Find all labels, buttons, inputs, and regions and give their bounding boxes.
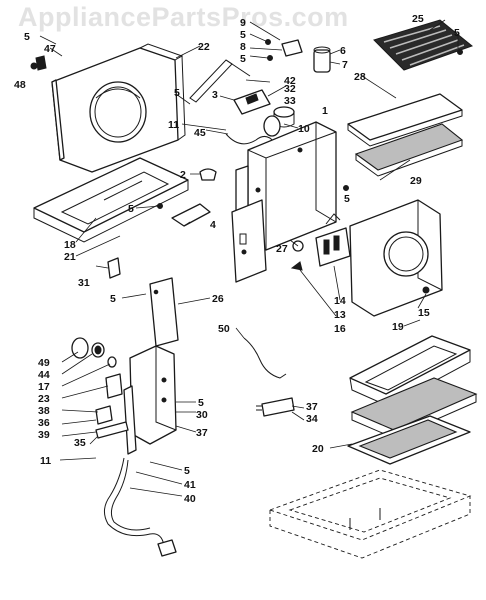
grille-25	[373, 19, 474, 71]
callout-36: 36	[38, 417, 50, 429]
callout-40: 40	[184, 493, 196, 505]
callout-27: 27	[276, 243, 288, 255]
switch-38	[105, 373, 123, 399]
callout-21: 21	[64, 251, 76, 263]
rod-42	[189, 59, 251, 103]
callout-48: 48	[14, 79, 26, 91]
top-panel-28	[347, 93, 463, 147]
callout-5: 5	[344, 193, 350, 205]
callout-5: 5	[110, 293, 116, 305]
filter-29	[354, 123, 464, 177]
callout-30: 30	[196, 409, 208, 421]
callout-6: 6	[340, 45, 346, 57]
callout-17: 17	[38, 381, 50, 393]
callout-23: 23	[38, 393, 50, 405]
front-shroud-panel	[51, 43, 186, 173]
heater-34	[256, 397, 295, 417]
callout-7: 7	[342, 59, 348, 71]
callout-3: 3	[212, 89, 218, 101]
callout-5: 5	[24, 31, 30, 43]
callout-4: 4	[210, 219, 216, 231]
wire-50	[243, 337, 287, 379]
callout-2: 2	[180, 169, 186, 181]
motor-mount-3	[233, 89, 271, 115]
switch-14	[315, 213, 351, 267]
panel-26	[149, 277, 179, 347]
callout-29: 29	[410, 175, 422, 187]
callout-50: 50	[218, 323, 230, 335]
callout-26: 26	[212, 293, 224, 305]
wire-45	[225, 133, 275, 145]
callout-41: 41	[184, 479, 196, 491]
callout-31: 31	[78, 277, 90, 289]
watermark-text: AppliancePartsPros.com	[18, 2, 349, 32]
callout-5: 5	[454, 27, 460, 39]
callout-38: 38	[38, 405, 50, 417]
callout-22: 22	[198, 41, 210, 53]
screw-48	[30, 55, 47, 71]
callout-19: 19	[392, 321, 404, 333]
callout-labels: 5 47 48 22 9 5 8 5 6 7 25 5 28 42 3 32 3…	[14, 13, 460, 505]
bracket-8	[281, 39, 303, 57]
screw-5-top	[265, 39, 273, 61]
callout-25: 25	[412, 13, 424, 25]
power-cord-40	[104, 457, 177, 557]
callout-33: 33	[284, 95, 296, 107]
capacitor-7	[313, 46, 331, 73]
callout-42: 42	[284, 75, 296, 87]
callout-44: 44	[38, 369, 50, 381]
callout-35: 35	[74, 437, 86, 449]
callout-16: 16	[334, 323, 346, 335]
leader-lines	[39, 19, 459, 497]
capacitor-10	[263, 115, 281, 137]
chassis-outline	[268, 469, 472, 559]
callout-5: 5	[240, 53, 246, 65]
callout-13: 13	[334, 309, 346, 321]
callout-49: 49	[38, 357, 50, 369]
bulkhead-1	[231, 121, 337, 283]
callout-32: 32	[284, 83, 296, 95]
relay-36	[95, 405, 113, 425]
callout-11: 11	[168, 119, 179, 131]
callout-28: 28	[354, 71, 366, 83]
callout-1: 1	[322, 105, 328, 117]
callout-15: 15	[418, 307, 430, 319]
callout-37: 37	[196, 427, 208, 439]
callout-47: 47	[44, 43, 56, 55]
terminal-35	[95, 421, 129, 439]
callout-5: 5	[184, 465, 190, 477]
bracket-4	[171, 203, 211, 227]
callout-5: 5	[198, 397, 204, 409]
callout-8: 8	[240, 41, 246, 53]
knob-assembly-49	[71, 337, 117, 368]
callout-20: 20	[312, 443, 324, 455]
clip-31	[107, 257, 121, 279]
control-box-30	[123, 345, 177, 455]
callout-14: 14	[334, 295, 346, 307]
callout-10: 10	[298, 123, 310, 135]
callout-45: 45	[194, 127, 206, 139]
base-pan-18	[33, 157, 189, 243]
callout-5: 5	[240, 29, 246, 41]
callout-37: 37	[306, 401, 318, 413]
callout-34: 34	[306, 413, 318, 425]
callout-18: 18	[64, 239, 76, 251]
knob-2	[199, 168, 217, 181]
filter-20	[347, 377, 478, 465]
callout-5: 5	[174, 87, 180, 99]
callout-5: 5	[128, 203, 134, 215]
callout-39: 39	[38, 429, 50, 441]
evaporator-shroud-19	[349, 199, 443, 317]
callout-9: 9	[240, 17, 246, 29]
callout-11: 11	[40, 455, 51, 467]
